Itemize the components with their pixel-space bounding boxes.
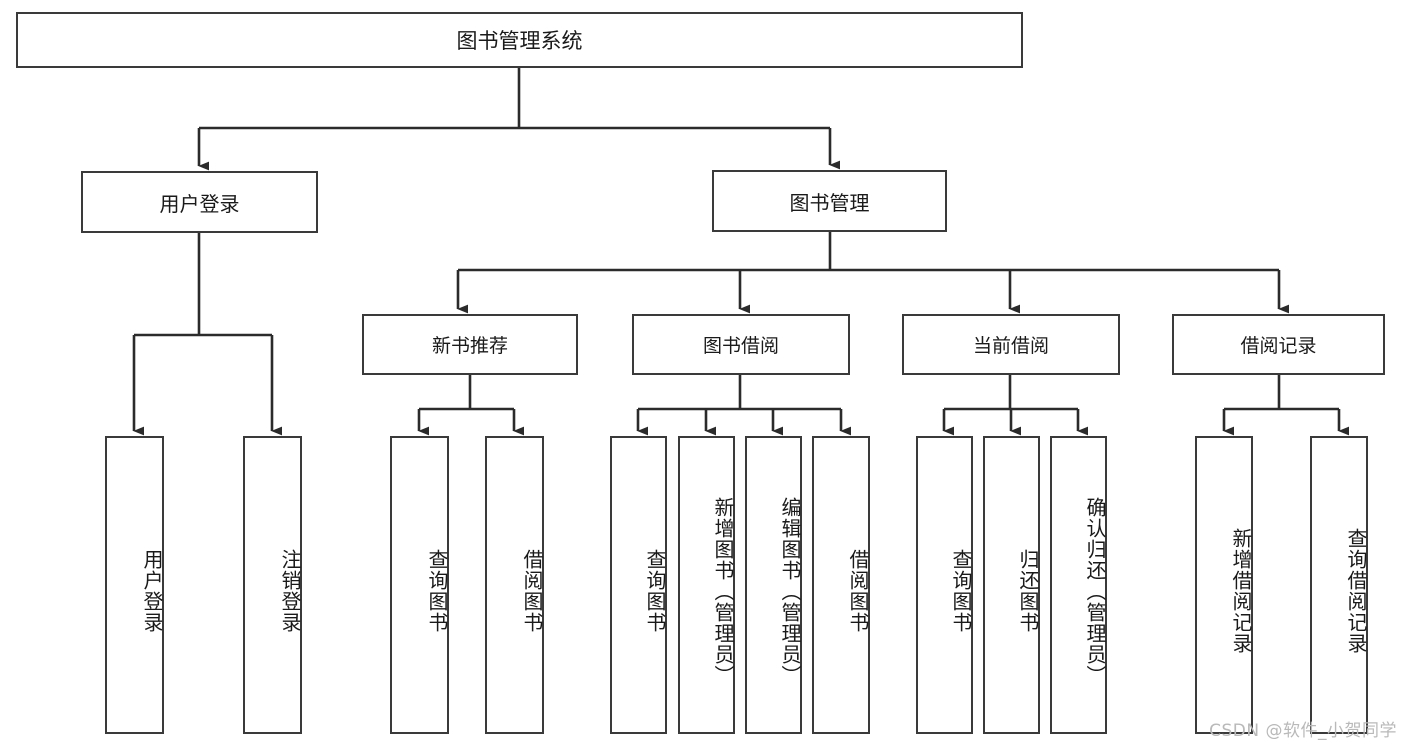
node-current-borrow-label: 当前借阅 bbox=[972, 335, 1049, 357]
leaf-borrow-books-recommend-label: 借阅图书 bbox=[520, 549, 544, 633]
leaf-query-books-recommend-label: 查询图书 bbox=[425, 549, 449, 633]
node-new-book-recommend[interactable]: 新书推荐 bbox=[362, 314, 578, 375]
leaf-add-borrow-record-label: 新增借阅记录 bbox=[1229, 528, 1253, 654]
watermark: CSDN @软件_小贺同学 bbox=[1209, 721, 1397, 741]
leaf-borrow-books-recommend[interactable]: 借阅图书 bbox=[485, 436, 544, 734]
node-book-management-label: 图书管理 bbox=[789, 190, 870, 215]
leaf-query-books-current-label: 查询图书 bbox=[949, 549, 973, 633]
node-root-label: 图书管理系统 bbox=[456, 29, 583, 53]
leaf-user-login-label: 用户登录 bbox=[140, 549, 164, 633]
leaf-query-borrow-record-label: 查询借阅记录 bbox=[1344, 528, 1368, 654]
node-root[interactable]: 图书管理系统 bbox=[16, 12, 1023, 68]
leaf-add-borrow-record[interactable]: 新增借阅记录 bbox=[1195, 436, 1253, 734]
leaf-return-book[interactable]: 归还图书 bbox=[983, 436, 1040, 734]
node-user-login-label: 用户登录 bbox=[159, 191, 240, 216]
leaf-borrow-book[interactable]: 借阅图书 bbox=[812, 436, 870, 734]
node-user-login[interactable]: 用户登录 bbox=[81, 171, 318, 233]
leaf-confirm-return-admin-label: 确认归还（管理员） bbox=[1083, 496, 1107, 686]
leaf-add-book-admin-label: 新增图书（管理员） bbox=[711, 496, 735, 686]
leaf-edit-book-admin-label: 编辑图书（管理员） bbox=[778, 496, 802, 686]
node-book-borrow[interactable]: 图书借阅 bbox=[632, 314, 850, 375]
leaf-return-book-label: 归还图书 bbox=[1016, 549, 1040, 633]
leaf-borrow-book-label: 借阅图书 bbox=[846, 549, 870, 633]
leaf-confirm-return-admin[interactable]: 确认归还（管理员） bbox=[1050, 436, 1107, 734]
leaf-query-books-current[interactable]: 查询图书 bbox=[916, 436, 973, 734]
node-book-management[interactable]: 图书管理 bbox=[712, 170, 947, 232]
leaf-edit-book-admin[interactable]: 编辑图书（管理员） bbox=[745, 436, 802, 734]
node-current-borrow[interactable]: 当前借阅 bbox=[902, 314, 1120, 375]
node-book-borrow-label: 图书借阅 bbox=[702, 335, 779, 357]
leaf-query-books-borrow-label: 查询图书 bbox=[643, 549, 667, 633]
leaf-add-book-admin[interactable]: 新增图书（管理员） bbox=[678, 436, 735, 734]
node-borrow-records-label: 借阅记录 bbox=[1240, 335, 1317, 357]
node-borrow-records[interactable]: 借阅记录 bbox=[1172, 314, 1385, 375]
leaf-query-books-recommend[interactable]: 查询图书 bbox=[390, 436, 449, 734]
leaf-query-books-borrow[interactable]: 查询图书 bbox=[610, 436, 667, 734]
node-new-book-recommend-label: 新书推荐 bbox=[431, 335, 508, 357]
leaf-user-login[interactable]: 用户登录 bbox=[105, 436, 164, 734]
leaf-query-borrow-record[interactable]: 查询借阅记录 bbox=[1310, 436, 1368, 734]
leaf-logout[interactable]: 注销登录 bbox=[243, 436, 302, 734]
leaf-logout-label: 注销登录 bbox=[278, 549, 302, 633]
